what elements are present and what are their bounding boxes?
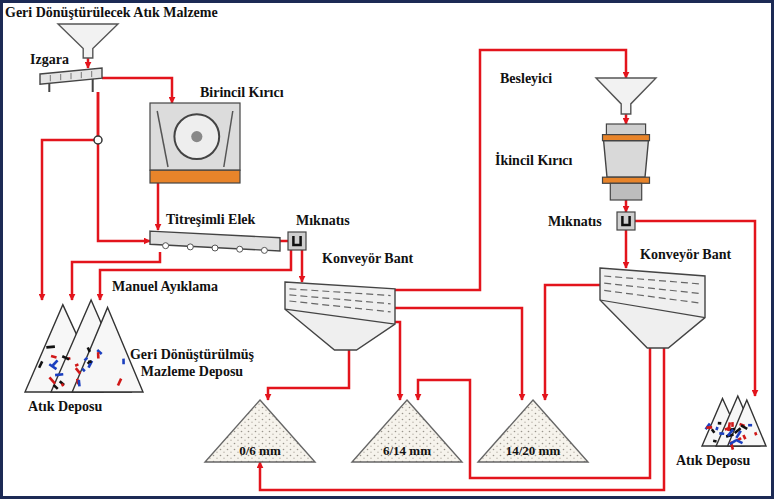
magnet-drawing — [617, 212, 635, 230]
equipment-label: Mıknatıs — [548, 213, 602, 230]
flow-arrow — [625, 114, 628, 124]
vibrating-screen: Titreşimli Elek — [150, 230, 280, 252]
size-fraction: 0/6 mm — [239, 443, 281, 458]
flow-arrow — [395, 50, 626, 290]
flow-arrow — [280, 240, 288, 243]
flow-arrow — [625, 200, 628, 212]
flow-arrow — [87, 58, 90, 68]
size-fraction: 14/20 mm — [506, 443, 561, 458]
conveyor-screen-drawing — [600, 268, 705, 348]
flow-arrow — [260, 348, 664, 490]
magnet: Mıknatıs — [617, 212, 635, 230]
grizzly-screen-drawing — [40, 68, 102, 92]
waste-pile: Atık Deposu — [702, 396, 766, 446]
equipment-label: Konveyör Bant — [640, 246, 731, 263]
flow-arrow — [102, 78, 172, 103]
secondary-crusher: İkincil Kırıcı — [598, 124, 654, 200]
equipment-label: Besleyici — [500, 70, 552, 87]
vibrating-screen-drawing — [150, 230, 280, 252]
feeder-hopper: Besleyici — [596, 78, 656, 114]
equipment-label: Birincil Kırıcı — [200, 84, 284, 101]
conveyor-screen-drawing — [285, 282, 395, 350]
flow-arrow — [100, 250, 291, 300]
secondary-crusher-drawing — [598, 124, 654, 200]
storage-caption: Geri Dönüştürülmüş Mazleme Deposu — [128, 346, 256, 380]
conveyor-screen: Konveyör Bant — [600, 268, 705, 348]
flow-arrow — [98, 92, 150, 241]
equipment-label: İkincil Kırıcı — [495, 152, 572, 169]
flow-arrow — [625, 230, 628, 268]
waste-pile-drawing — [702, 396, 766, 446]
product-pile: 6/14 mm — [352, 400, 462, 462]
flow-arrow — [268, 350, 349, 400]
equipment-label: Geri Dönüştürülecek Atık Malzeme — [5, 4, 218, 21]
equipment-label: Atık Deposu — [28, 398, 102, 415]
process-note: Manuel Ayıklama — [112, 278, 218, 295]
product-pile: 0/6 mm — [205, 400, 315, 462]
equipment-label: Titreşimli Elek — [166, 211, 255, 228]
equipment-label: Mıknatıs — [296, 212, 350, 229]
equipment-label: Atık Deposu — [676, 452, 750, 469]
equipment-label: Konveyör Bant — [322, 250, 413, 267]
primary-crusher: Birincil Kırıcı — [150, 103, 240, 183]
waste-pile-drawing — [25, 300, 143, 392]
flow-arrow — [157, 183, 160, 230]
equipment-label: Izgara — [30, 51, 69, 68]
flow-arrow — [42, 92, 98, 300]
flow-arrow — [395, 308, 522, 400]
waste-pile: Atık Deposu — [25, 300, 143, 392]
conveyor-screen: Konveyör Bant — [285, 282, 395, 350]
product-pile: 14/20 mm — [478, 400, 588, 462]
primary-crusher-drawing — [150, 103, 240, 183]
feeder-hopper-drawing — [596, 78, 656, 114]
junction-dot — [94, 136, 102, 144]
magnet: Mıknatıs — [288, 232, 306, 250]
flow-arrow — [545, 285, 600, 400]
flow-arrow — [301, 250, 304, 282]
grizzly-screen: Izgara — [40, 68, 102, 92]
flow-arrow — [395, 322, 400, 400]
magnet-drawing — [288, 232, 306, 250]
size-fraction: 6/14 mm — [383, 443, 431, 458]
